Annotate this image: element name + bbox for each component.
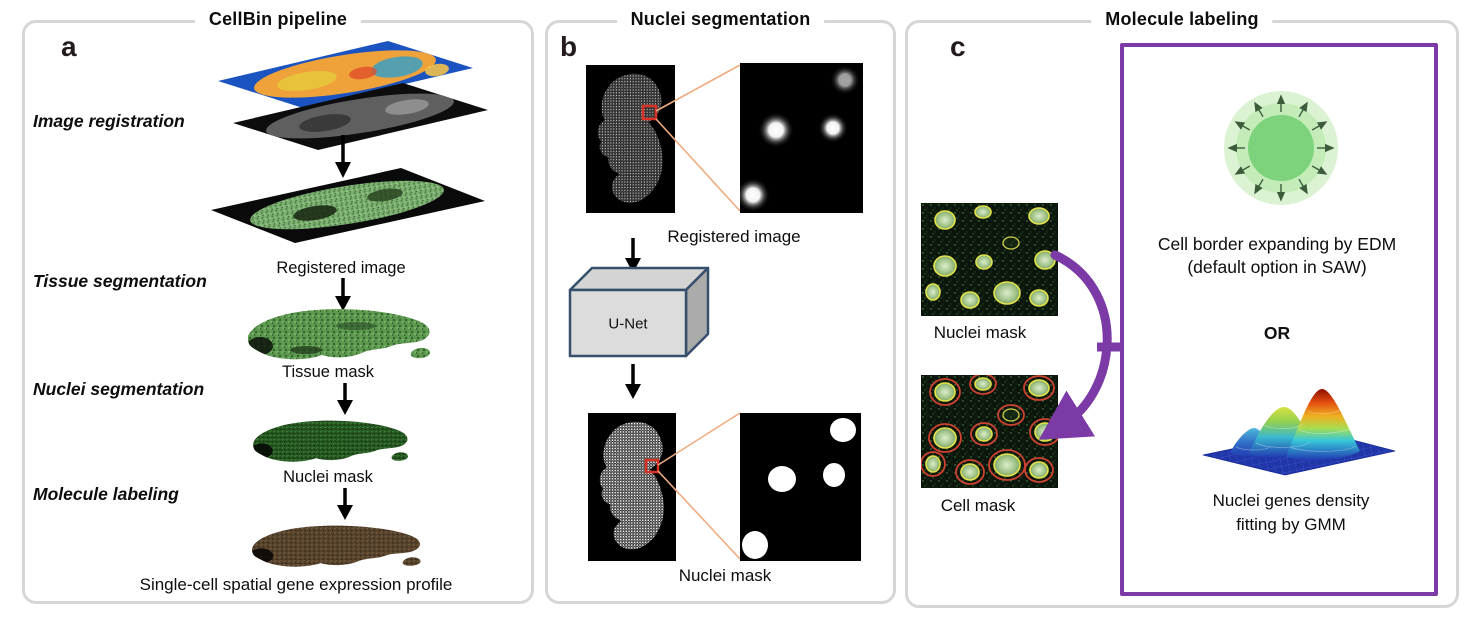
unet-box <box>568 266 710 358</box>
panel-a-artwork <box>211 41 488 575</box>
expression-profile-image <box>251 525 421 575</box>
registered-image <box>211 168 485 243</box>
panel-b-artwork <box>568 63 863 561</box>
gmm-caption-line1: Nuclei genes density <box>1212 491 1370 510</box>
caption-tissue-mask: Tissue mask <box>282 363 374 381</box>
mask-embryo-image <box>588 413 676 561</box>
panel-a-title: CellBin pipeline <box>194 9 362 30</box>
caption-cell-mask-c: Cell mask <box>940 496 1016 515</box>
caption-nuclei-mask: Nuclei mask <box>283 468 373 486</box>
registration-layers-image <box>218 41 488 150</box>
step-molecule-labeling: Molecule labeling <box>33 484 179 504</box>
zoom-connector-line <box>655 118 741 212</box>
caption-registered-image: Registered image <box>276 259 406 277</box>
panel-b-nuclei-segmentation: Nuclei segmentation b <box>545 9 896 604</box>
or-label: OR <box>1263 323 1291 343</box>
gmm-caption-line2: fitting by GMM <box>1236 515 1346 534</box>
step-tissue-segmentation: Tissue segmentation <box>33 271 207 291</box>
panel-a-letter: a <box>61 31 77 62</box>
flow-arrow-4 <box>337 488 353 520</box>
panel-c-letter: c <box>950 31 966 62</box>
zoom-connector-line <box>657 412 741 466</box>
caption-expression-profile: Single-cell spatial gene expression prof… <box>139 575 453 594</box>
registered-embryo-image <box>586 65 675 213</box>
labeling-options-box <box>1120 43 1438 596</box>
cell-mask-thumb <box>921 375 1058 488</box>
edm-caption-line1: Cell border expanding by EDM <box>1157 234 1397 254</box>
flow-arrow-1 <box>335 135 351 178</box>
tissue-mask-image <box>247 309 431 369</box>
flow-arrow-2 <box>335 278 351 311</box>
panel-c-title: Molecule labeling <box>1091 9 1273 30</box>
panel-c-molecule-labeling: Molecule labeling c <box>905 9 1459 608</box>
zoom-region-box-2 <box>644 458 660 474</box>
nuclei-mask-image <box>253 420 408 470</box>
panel-b-title: Nuclei segmentation <box>616 9 825 30</box>
zoom-region-box-1 <box>641 104 658 121</box>
caption-nuclei-mask-c: Nuclei mask <box>933 323 1027 342</box>
step-nuclei-segmentation: Nuclei segmentation <box>33 379 205 399</box>
nuclei-zoom-image <box>740 63 863 213</box>
panel-a-cellbin-pipeline: CellBin pipeline a <box>22 9 534 604</box>
purple-flow-arrow <box>1038 250 1122 440</box>
unet-label: U-Net <box>608 315 648 333</box>
step-image-registration: Image registration <box>33 111 185 131</box>
zoom-connector-line <box>657 470 741 560</box>
nuclei-mask-zoom-image <box>740 413 861 561</box>
flow-arrow-3 <box>337 383 353 415</box>
zoom-connector-line <box>655 64 741 112</box>
flow-arrow-b2 <box>625 364 641 399</box>
nuclei-mask-thumb <box>921 203 1058 316</box>
flow-arrow-b1 <box>625 238 641 273</box>
edm-caption-line2: (default option in SAW) <box>1187 257 1367 277</box>
caption-registered-image-b: Registered image <box>667 227 801 246</box>
panel-b-letter: b <box>560 31 578 62</box>
caption-nuclei-mask-b: Nuclei mask <box>678 566 772 585</box>
